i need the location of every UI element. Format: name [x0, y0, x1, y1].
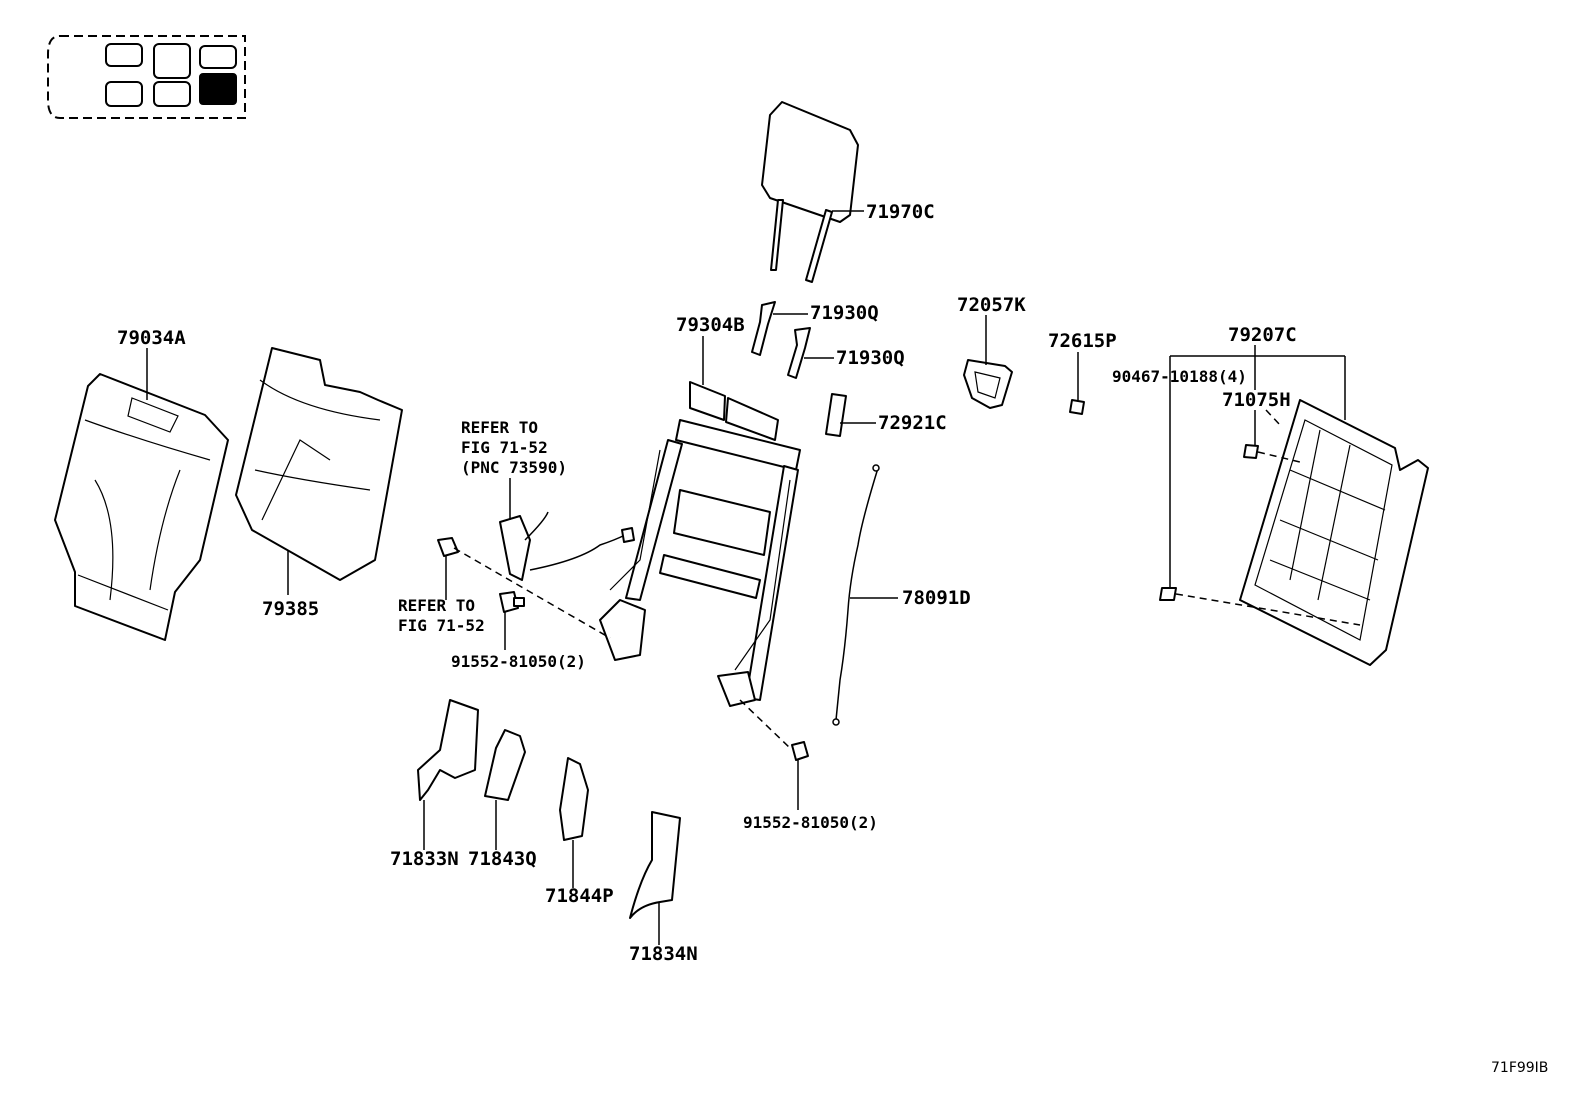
label-71075H: 71075H	[1222, 389, 1291, 411]
cover-71844P	[559, 757, 589, 841]
label-90467-10188: 90467-10188(4)	[1112, 367, 1247, 386]
headrest-guide-71930Q-b	[787, 327, 811, 379]
refer-note-1-line3: (PNC 73590)	[461, 458, 567, 477]
label-79207C: 79207C	[1228, 324, 1297, 346]
label-91552-81050-a: 91552-81050(2)	[451, 652, 586, 671]
headrest-71970C	[761, 101, 859, 283]
label-71834N: 71834N	[629, 943, 698, 965]
clip-90467-10188	[1159, 587, 1177, 601]
label-71970C: 71970C	[866, 201, 935, 223]
label-78091D: 78091D	[902, 587, 971, 609]
label-71833N: 71833N	[390, 848, 459, 870]
cover-72921C	[825, 393, 847, 437]
label-79034A: 79034A	[117, 327, 186, 349]
label-71843Q: 71843Q	[468, 848, 537, 870]
bolt-91552-a	[499, 591, 525, 613]
label-72615P: 72615P	[1048, 330, 1117, 352]
label-72921C: 72921C	[878, 412, 947, 434]
bolt-91552-b	[791, 741, 809, 761]
label-71930Q-b: 71930Q	[836, 347, 905, 369]
refer-note-1-line2: FIG 71-52	[461, 438, 548, 457]
seat-layout-icon	[47, 35, 246, 119]
seatback-frame-79304B	[599, 381, 801, 707]
cover-71843Q	[484, 729, 526, 801]
label-72057K: 72057K	[957, 294, 1026, 316]
refer-note-2-line2: FIG 71-52	[398, 616, 485, 635]
backboard-79207C	[1239, 399, 1429, 666]
label-71930Q-a: 71930Q	[810, 302, 879, 324]
seatback-cover-79034A	[54, 373, 229, 641]
label-71844P: 71844P	[545, 885, 614, 907]
highlighted-seat	[199, 73, 237, 105]
cover-71833N	[417, 699, 479, 801]
label-79385: 79385	[262, 598, 319, 620]
label-91552-81050-b: 91552-81050(2)	[743, 813, 878, 832]
clip-72615P	[1069, 399, 1085, 415]
label-79304B: 79304B	[676, 314, 745, 336]
bolt-left	[437, 537, 459, 557]
refer-note-1-line1: REFER TO	[461, 418, 538, 437]
clip-71075H	[1243, 444, 1259, 459]
refer-note-2-line1: REFER TO	[398, 596, 475, 615]
cover-71834N	[629, 811, 681, 919]
seatback-pad-79385	[235, 347, 403, 581]
figure-code: 71F99IB	[1491, 1060, 1548, 1076]
headrest-guide-71930Q-a	[751, 301, 776, 356]
knob-72057K	[963, 359, 1013, 409]
cable-78091D	[832, 464, 880, 726]
belt-assembly-reference	[499, 511, 635, 581]
